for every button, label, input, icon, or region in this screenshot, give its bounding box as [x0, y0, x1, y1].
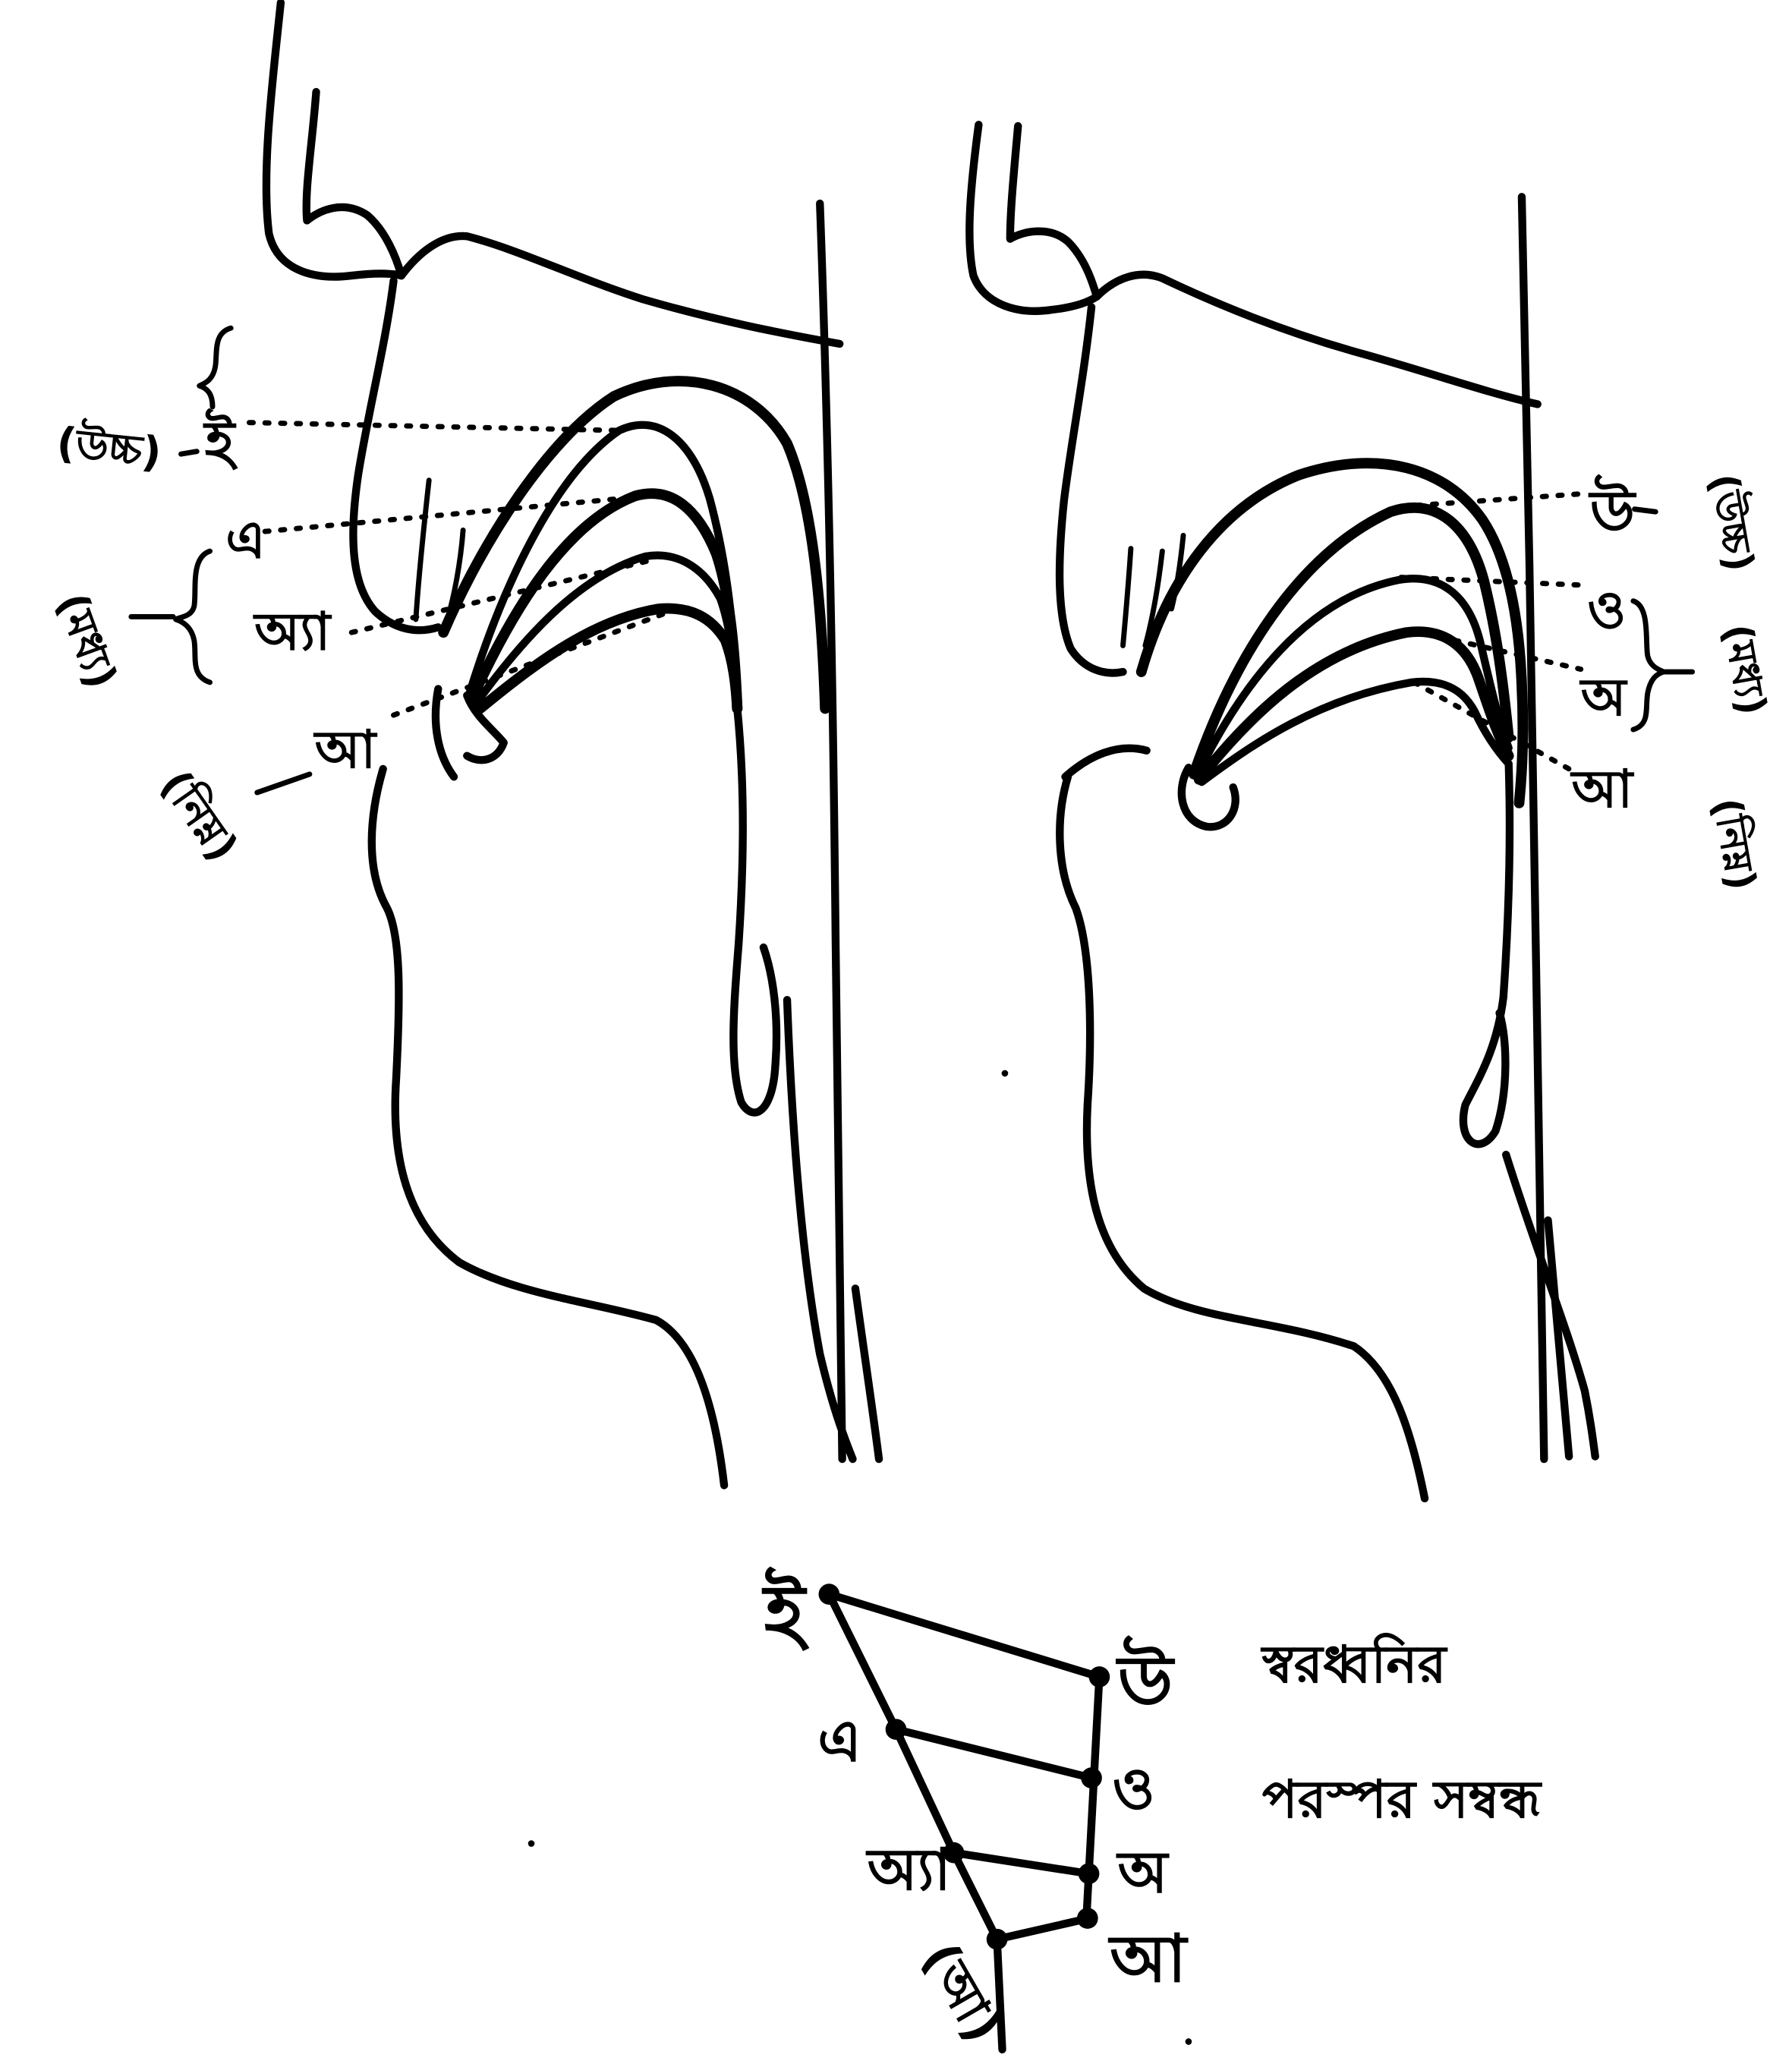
quad-label-front-high: ই: [762, 1567, 811, 1659]
quad-high-line: [829, 1594, 1099, 1677]
quad-point-back-low: [1077, 1908, 1098, 1929]
left-nose-front: [353, 281, 438, 630]
quad-point-front-high: [819, 1583, 840, 1605]
quad-low-line: [997, 1918, 1089, 1940]
right-lower-lip: [1065, 748, 1146, 777]
speck: [1186, 2038, 1192, 2045]
left-upper-teeth: [416, 481, 429, 619]
left-eye-loop: [307, 92, 402, 276]
caption-line-2: পরস্পর সম্বন্ধ: [1262, 1769, 1543, 1830]
right-vocal-tract: উ (উচ্চ) ও অ (মধ্য) আ (নিম্ন): [969, 124, 1775, 1498]
right-upper-teeth: [1123, 549, 1131, 646]
right-pharynx-front-uvula: [1463, 764, 1510, 1144]
left-larynx-line-back: [855, 1288, 879, 1459]
right-tongue-position-a: [1201, 682, 1508, 782]
left-tongue-position-e: [472, 493, 737, 708]
quad-point-back-high: [1089, 1666, 1110, 1687]
left-chin-neck-outline: [372, 769, 724, 1486]
quad-point-front-upper-mid: [886, 1719, 907, 1740]
quad-point-back-upper-mid: [1081, 1767, 1102, 1788]
right-high-label: (উচ্চ): [1700, 470, 1765, 575]
right-mid-brace: [1633, 601, 1664, 729]
vowel-quadrilateral: ই এ অ্যা (আ) উ ও অ আ স্বরধ্বনির পরস্পর স…: [762, 1567, 1543, 2052]
speck: [1002, 1070, 1009, 1077]
quad-label-front-lower-mid: অ্যা: [865, 1836, 953, 1903]
left-vowel-i: ই: [203, 408, 238, 476]
quad-back-edge: [1086, 1677, 1099, 1922]
quad-label-front-upper-mid: এ: [817, 1707, 861, 1775]
left-vowel-a: আ: [313, 720, 378, 780]
quad-upper-mid-line: [896, 1729, 1092, 1778]
right-tongue-position-o: [1196, 578, 1508, 777]
right-vowel-u: উ: [1588, 474, 1637, 545]
right-eye-loop: [1010, 126, 1097, 297]
left-vowel-e: এ: [225, 510, 266, 571]
left-pharynx-front-uvula: [733, 708, 776, 1112]
quad-label-back-lower-mid: অ: [1116, 1838, 1170, 1905]
left-nasal-roof: [402, 236, 839, 344]
right-low-label: (নিম্ন): [1703, 794, 1765, 893]
left-tongue-position-a: [480, 609, 738, 709]
left-upper-lip: [436, 689, 454, 777]
quad-point-back-lower-mid: [1079, 1863, 1100, 1884]
left-vocal-tract: (উচ্চ) (মধ্য) (নিম্ন) ই এ অ্যা আ: [47, 3, 879, 1486]
right-nasal-roof: [1097, 275, 1538, 405]
right-nose-front: [1060, 307, 1123, 673]
left-high-label: (উচ্চ): [55, 415, 164, 478]
caption-line-1: স্বরধ্বনির: [1261, 1632, 1448, 1695]
left-high-brace: [200, 328, 231, 407]
left-pharynx-back-wall: [820, 203, 842, 1459]
right-vowel-aw: অ: [1579, 667, 1628, 728]
right-high-dash: [1635, 509, 1656, 512]
left-mid-brace: [176, 551, 210, 682]
quad-label-back-upper-mid: ও: [1113, 1754, 1155, 1822]
quad-lower-mid-line: [954, 1853, 1089, 1874]
left-low-label: (নিম্ন): [150, 761, 248, 871]
right-mid-label: (মধ্য): [1714, 621, 1775, 719]
right-vowel-a: আ: [1570, 759, 1635, 820]
left-high-dash: [181, 452, 197, 454]
left-mid-label: (মধ্য): [47, 587, 126, 695]
left-low-dash: [257, 774, 310, 793]
right-larynx-line-front: [1506, 1155, 1595, 1457]
right-forehead-outline: [969, 124, 1097, 310]
right-vowel-o: ও: [1587, 579, 1626, 640]
speck: [528, 1840, 535, 1847]
left-vowel-ae: অ্যা: [253, 602, 332, 663]
quad-point-front-low: [987, 1929, 1008, 1950]
left-leader-line-i: [249, 423, 616, 430]
right-chin-neck-outline: [1060, 777, 1425, 1498]
scan-specks: [528, 1070, 1192, 2045]
quad-label-back-low: আ: [1107, 1921, 1188, 1997]
quad-label-back-high: উ: [1116, 1636, 1176, 1723]
